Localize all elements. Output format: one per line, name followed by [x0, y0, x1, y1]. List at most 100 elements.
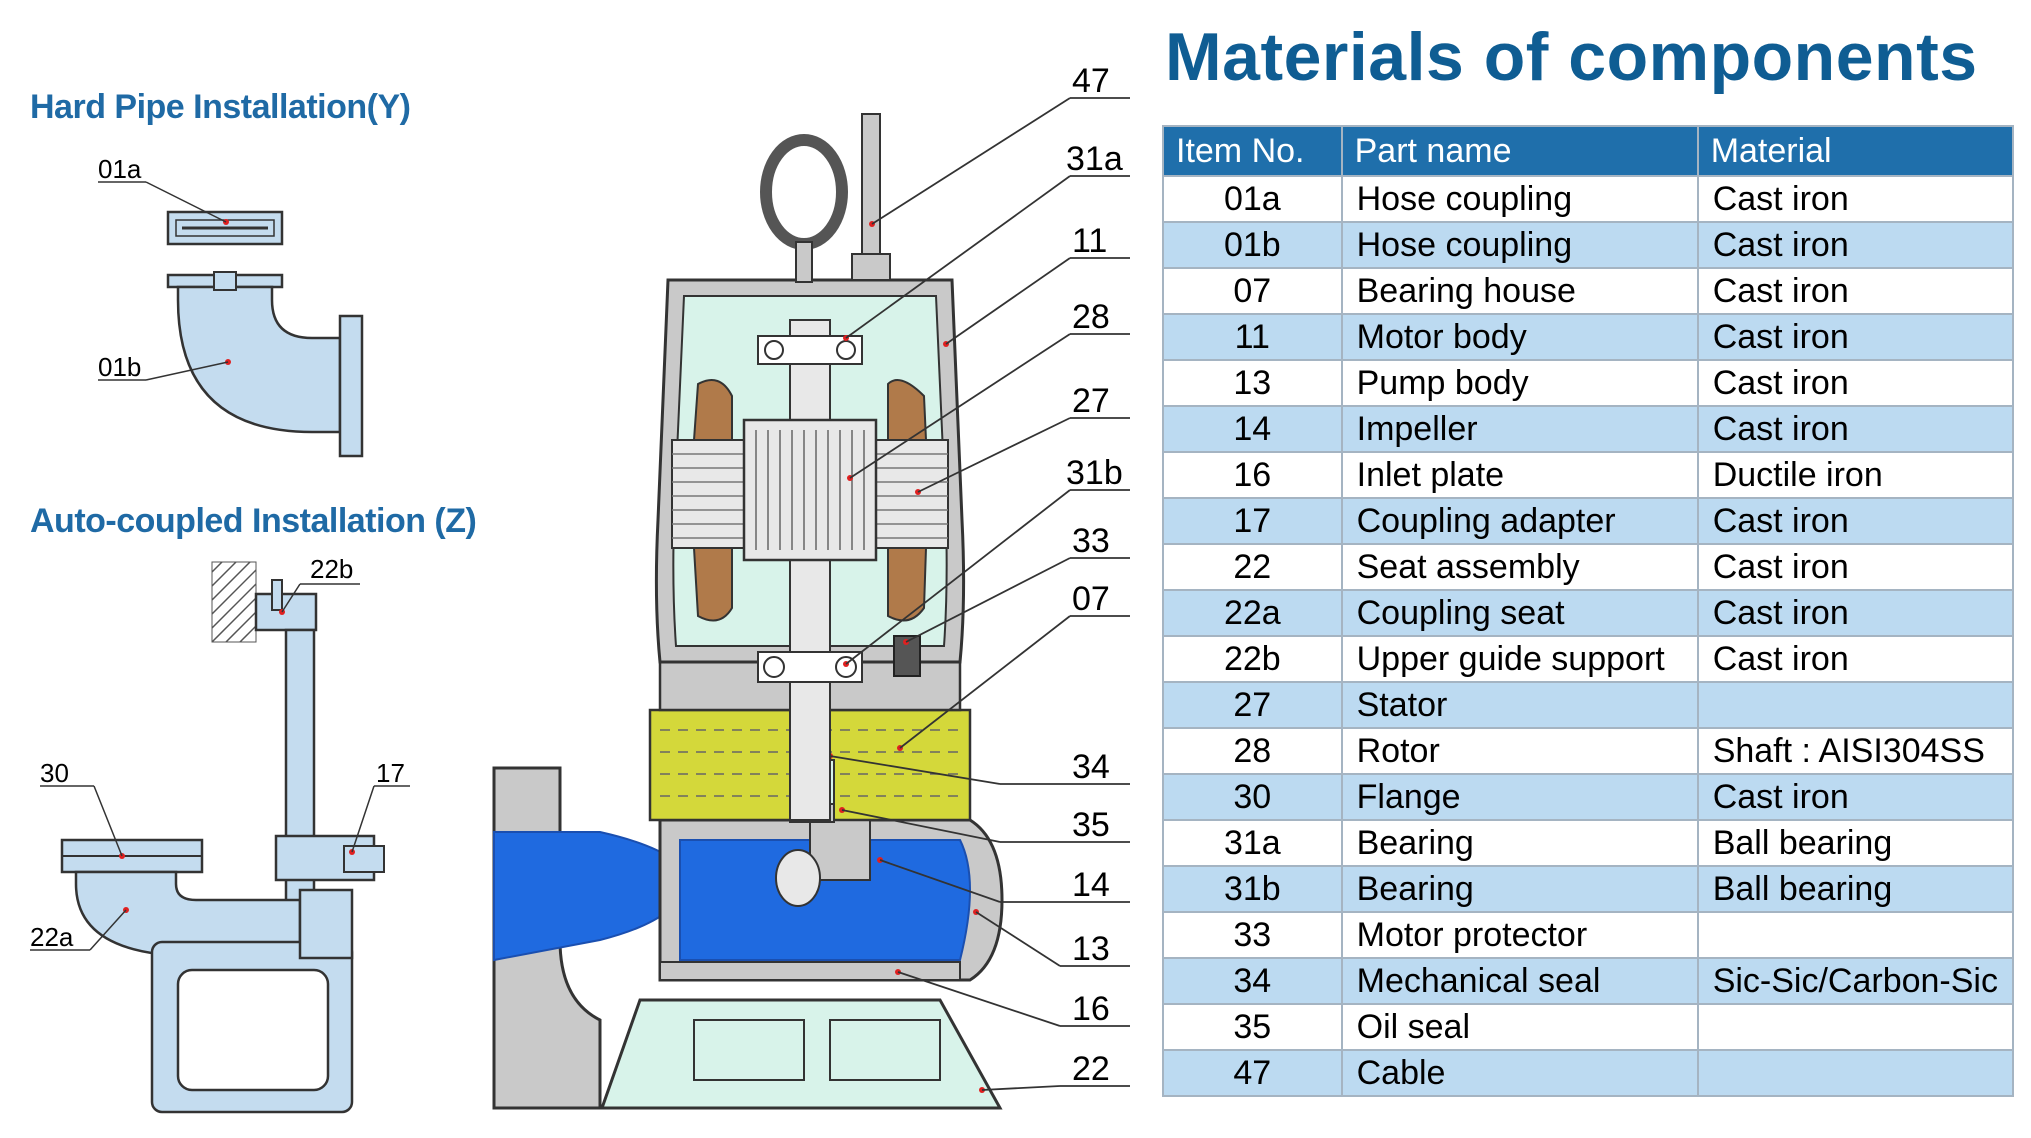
cell-material: Shaft : AISI304SS: [1696, 727, 2015, 775]
cell-part-name: Mechanical seal: [1340, 957, 1699, 1005]
cell-material: Ductile iron: [1696, 451, 2015, 499]
cell-part-name: Bearing house: [1340, 267, 1699, 315]
cell-item-no: 31b: [1162, 865, 1343, 913]
cell-part-name: Oil seal: [1340, 1003, 1699, 1051]
cell-part-name: Bearing: [1340, 865, 1699, 913]
callout-13: 13: [1072, 930, 1110, 968]
label-22b: 22b: [310, 554, 353, 584]
callout-22: 22: [1072, 1050, 1110, 1088]
label-17: 17: [376, 758, 405, 788]
cell-part-name: Bearing: [1340, 819, 1699, 867]
callout-33: 33: [1072, 522, 1110, 560]
cell-material: [1696, 911, 2015, 959]
cell-part-name: Rotor: [1340, 727, 1699, 775]
cell-item-no: 01b: [1162, 221, 1343, 269]
installation-diagrams: 01a 01b 22b 30 17 22a: [30, 154, 410, 1114]
callout-14: 14: [1072, 866, 1110, 904]
cell-material: [1696, 1049, 2015, 1097]
cell-part-name: Coupling adapter: [1340, 497, 1699, 545]
cell-material: [1696, 1003, 2015, 1051]
callout-47: 47: [1072, 62, 1110, 100]
cell-part-name: Impeller: [1340, 405, 1699, 453]
pump-cross-section: 47 31a 11 28 27 31b 33 07 34 35 14 13 16…: [492, 62, 1130, 1110]
discharge-flange: [492, 766, 692, 1110]
callout-28: 28: [1072, 298, 1110, 336]
hose-coupling-01b: [166, 271, 364, 458]
callout-07: 07: [1072, 580, 1110, 618]
cell-item-no: 33: [1162, 911, 1343, 959]
callout-31b: 31b: [1066, 454, 1123, 492]
cell-item-no: 22: [1162, 543, 1343, 591]
cable-47: [851, 113, 891, 281]
materials-title: Materials of components: [1165, 19, 1978, 95]
cell-material: [1696, 681, 2015, 729]
cell-material: Ball bearing: [1696, 819, 2015, 867]
cell-part-name: Inlet plate: [1340, 451, 1699, 499]
cell-item-no: 22b: [1162, 635, 1343, 683]
coupling-seat-22a: [74, 870, 354, 1114]
cell-part-name: Hose coupling: [1340, 175, 1699, 223]
cell-item-no: 27: [1162, 681, 1343, 729]
label-01a: 01a: [98, 154, 142, 184]
cell-material: Cast iron: [1696, 589, 2015, 637]
header-part-name: Part name: [1340, 125, 1699, 177]
cell-material: Cast iron: [1696, 635, 2015, 683]
cell-material: Sic-Sic/Carbon-Sic: [1696, 957, 2015, 1005]
cell-item-no: 07: [1162, 267, 1343, 315]
cell-part-name: Stator: [1340, 681, 1699, 729]
callout-27: 27: [1072, 382, 1110, 420]
bearing-31a: [757, 335, 863, 365]
cell-material: Cast iron: [1696, 773, 2015, 821]
cell-item-no: 35: [1162, 1003, 1343, 1051]
inlet-plate-16: [659, 961, 961, 981]
cell-item-no: 16: [1162, 451, 1343, 499]
impeller-14: [679, 819, 971, 961]
stator-windings: [692, 379, 928, 622]
cell-item-no: 17: [1162, 497, 1343, 545]
wall-hatch: [211, 561, 257, 643]
callout-16: 16: [1072, 990, 1110, 1028]
header-item-no: Item No.: [1162, 125, 1343, 177]
table-header-row: Item No. Part name Material: [1162, 125, 2015, 177]
cell-item-no: 11: [1162, 313, 1343, 361]
cell-item-no: 01a: [1162, 175, 1343, 223]
cell-item-no: 47: [1162, 1049, 1343, 1097]
cell-item-no: 31a: [1162, 819, 1343, 867]
cell-item-no: 34: [1162, 957, 1343, 1005]
label-30: 30: [40, 758, 69, 788]
cell-material: Cast iron: [1696, 405, 2015, 453]
header-material: Material: [1696, 125, 2015, 177]
label-22a: 22a: [30, 922, 74, 952]
auto-coupled-installation-title: Auto-coupled Installation (Z): [30, 502, 477, 540]
cell-part-name: Cable: [1340, 1049, 1699, 1097]
cell-item-no: 28: [1162, 727, 1343, 775]
cell-material: Cast iron: [1696, 175, 2015, 223]
cell-part-name: Seat assembly: [1340, 543, 1699, 591]
cell-item-no: 14: [1162, 405, 1343, 453]
cell-part-name: Pump body: [1340, 359, 1699, 407]
hose-coupling-01a: [166, 210, 284, 246]
lifting-eye: [760, 134, 848, 283]
cell-material: Cast iron: [1696, 359, 2015, 407]
label-01b: 01b: [98, 352, 141, 382]
callout-31a: 31a: [1066, 140, 1123, 178]
bearing-31b: [757, 651, 863, 683]
cell-material: Cast iron: [1696, 221, 2015, 269]
